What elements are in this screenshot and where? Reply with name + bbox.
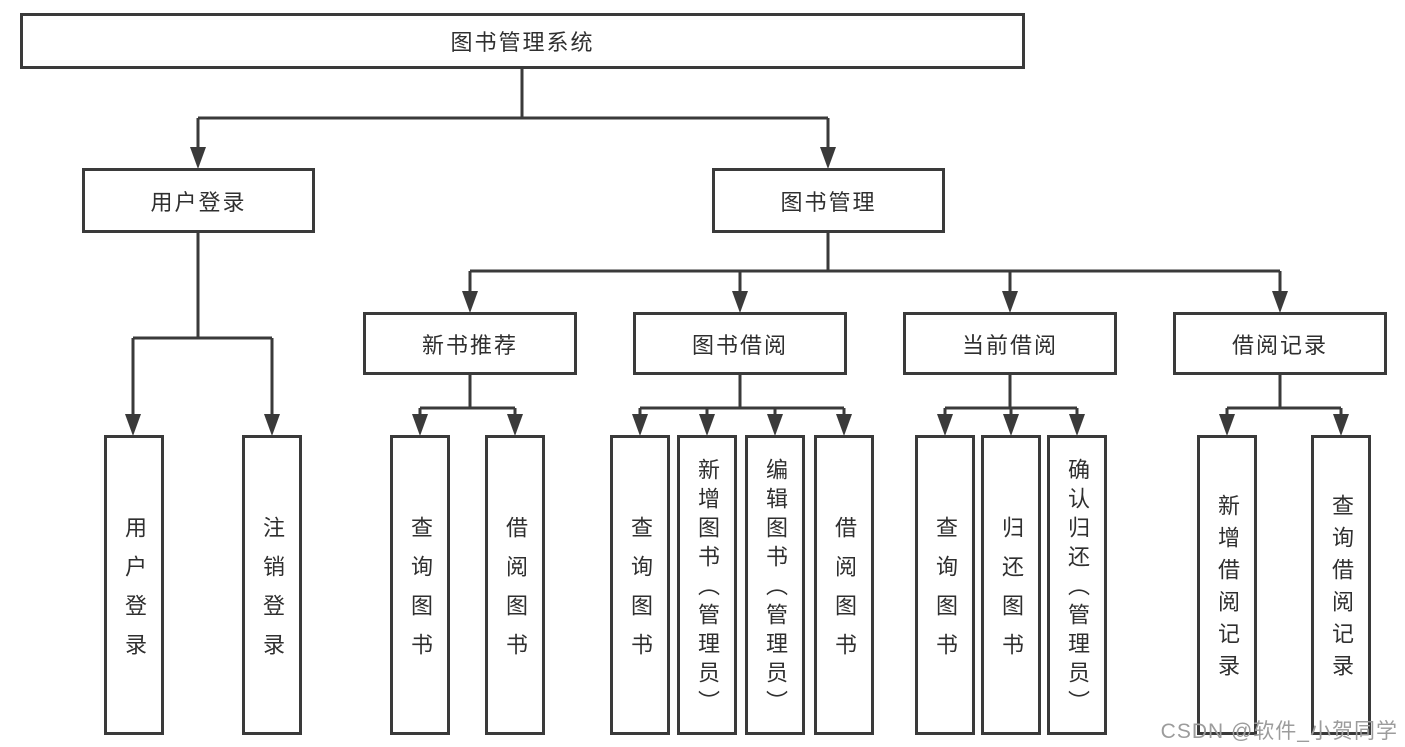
node-label: 借阅图书 (503, 515, 528, 672)
csdn-watermark: CSDN @软件_小贺同学 (1160, 720, 1398, 743)
leaf-add-borrow-record: 新增借阅记录 (1197, 435, 1257, 735)
node-label: 确认归还（管理员） (1065, 458, 1090, 719)
node-label: 查询借阅记录 (1329, 494, 1354, 686)
node-label: 新增借阅记录 (1215, 494, 1240, 686)
node-borrowing-records: 借阅记录 (1173, 312, 1387, 375)
node-label: 图书管理系统 (450, 30, 595, 55)
node-book-borrowing: 图书借阅 (633, 312, 847, 375)
node-library-management-system: 图书管理系统 (20, 13, 1025, 69)
leaf-user-login: 用户登录 (104, 435, 164, 735)
node-user-login: 用户登录 (82, 168, 315, 233)
leaf-return-books: 归还图书 (981, 435, 1041, 735)
node-label: 新书推荐 (421, 332, 518, 358)
node-label: 用户登录 (122, 515, 147, 672)
node-label: 图书管理 (780, 189, 877, 215)
node-label: 查询图书 (408, 515, 433, 672)
node-book-management: 图书管理 (712, 168, 945, 233)
node-label: 当前借阅 (961, 332, 1058, 358)
node-label: 查询图书 (628, 515, 653, 672)
leaf-edit-books-admin: 编辑图书（管理员） (745, 435, 805, 735)
leaf-borrow-books-borrow: 借阅图书 (814, 435, 874, 735)
leaf-add-books-admin: 新增图书（管理员） (677, 435, 737, 735)
leaf-query-books-current: 查询图书 (915, 435, 975, 735)
node-label: 用户登录 (150, 189, 247, 215)
node-label: 编辑图书（管理员） (763, 458, 788, 719)
node-new-book-recommend: 新书推荐 (363, 312, 577, 375)
leaf-logout: 注销登录 (242, 435, 302, 735)
leaf-confirm-return-admin: 确认归还（管理员） (1047, 435, 1107, 735)
node-label: 图书借阅 (691, 332, 788, 358)
node-label: 借阅记录 (1231, 332, 1328, 358)
leaf-query-books-newbooks: 查询图书 (390, 435, 450, 735)
node-label: 归还图书 (999, 515, 1024, 672)
node-label: 注销登录 (260, 515, 285, 672)
leaf-borrow-books-newbooks: 借阅图书 (485, 435, 545, 735)
node-label: 查询图书 (933, 515, 958, 672)
node-label: 新增图书（管理员） (695, 458, 720, 719)
leaf-query-borrow-record: 查询借阅记录 (1311, 435, 1371, 735)
arrowheads (125, 147, 1349, 436)
leaf-query-books-borrow: 查询图书 (610, 435, 670, 735)
node-label: 借阅图书 (832, 515, 857, 672)
node-current-borrowing: 当前借阅 (903, 312, 1117, 375)
